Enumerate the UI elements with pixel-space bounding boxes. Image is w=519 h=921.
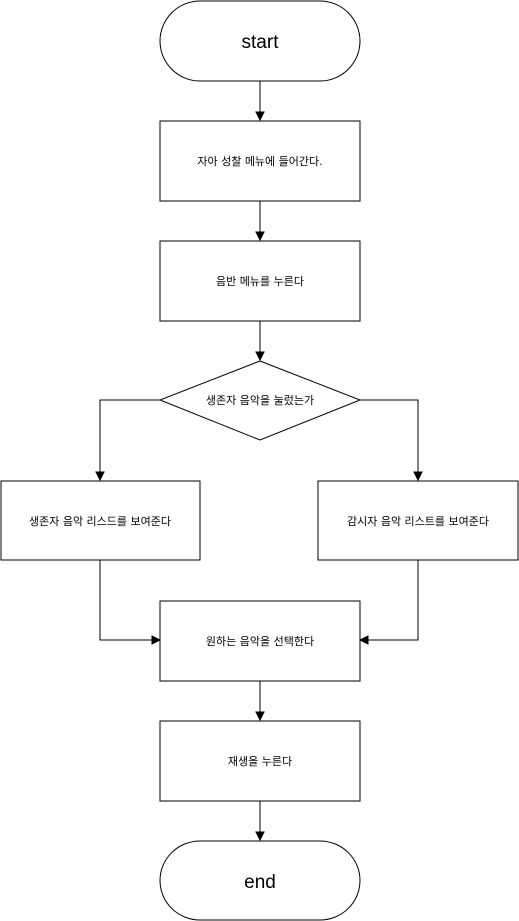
edge-start-to-enter-menu	[255, 81, 265, 122]
show-survivor-list-label: 생존자 음악 리스드를 보여준다	[29, 515, 171, 528]
edge-press-album-to-decision	[255, 321, 265, 362]
edge-press-play-to-end	[255, 801, 265, 842]
edge-decision-to-survivor-list	[95, 399, 160, 482]
enter-menu-process-node: 자아 성찰 메뉴에 들어간다.	[159, 120, 361, 202]
edges	[95, 81, 423, 842]
decision-survivor-node: 생존자 음악을 눌렀는가	[158, 360, 362, 441]
enter-menu-label: 자아 성찰 메뉴에 들어간다.	[197, 155, 322, 168]
edge-survivor-list-to-select-music	[99, 560, 162, 645]
edge-decision-to-watcher-list	[360, 399, 423, 482]
select-music-label: 원하는 음악을 선택한다	[206, 634, 314, 648]
press-play-label: 재생을 누른다	[228, 755, 292, 768]
show-watcher-list-process-node: 감시자 음악 리스트를 보여준다	[317, 480, 519, 561]
start-label: start	[242, 32, 280, 53]
select-music-process-node: 원하는 음악을 선택한다	[159, 600, 361, 682]
edge-select-music-to-press-play	[255, 681, 265, 722]
show-survivor-list-process-node: 생존자 음악 리스드를 보여준다	[0, 480, 201, 561]
end-label: end	[244, 872, 276, 893]
show-watcher-list-label: 감시자 음악 리스트를 보여준다	[347, 515, 489, 528]
end-terminal-node: end	[159, 840, 361, 921]
edge-watcher-list-to-select-music	[358, 560, 419, 645]
decision-survivor-label: 생존자 음악을 눌렀는가	[206, 393, 314, 407]
press-play-process-node: 재생을 누른다	[159, 720, 361, 802]
press-album-process-node: 음반 메뉴를 누른다	[159, 240, 361, 322]
edge-enter-menu-to-press-album	[255, 201, 265, 242]
press-album-label: 음반 메뉴를 누른다	[216, 275, 304, 288]
start-terminal-node: start	[159, 0, 361, 82]
